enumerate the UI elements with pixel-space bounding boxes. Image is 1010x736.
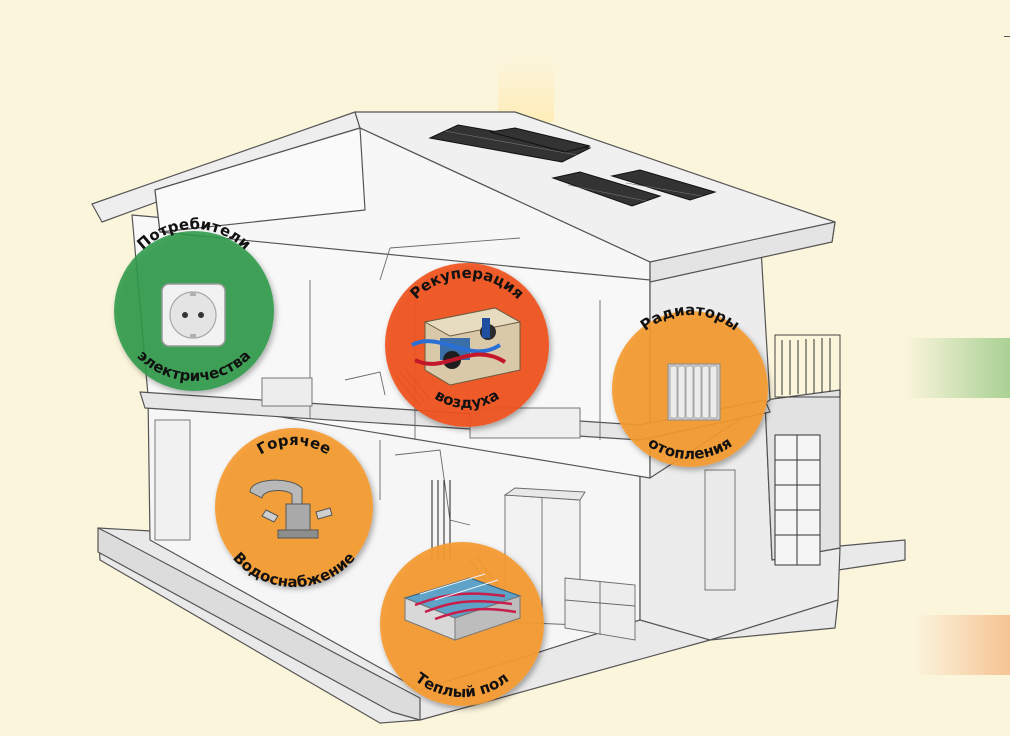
decor-glow-orange (915, 615, 1010, 675)
corner-dash (1004, 36, 1010, 37)
heat-recovery-unit-icon (411, 307, 522, 386)
power-socket-icon (161, 283, 226, 347)
solar-panels (428, 124, 717, 207)
radiator-icon (667, 363, 721, 421)
floor-heating-pipes-icon (403, 573, 522, 641)
decor-glow-green (905, 338, 1010, 398)
solar-panel-grid (444, 130, 703, 202)
water-faucet-icon (249, 479, 333, 539)
house-interior-lines (154, 237, 841, 641)
decor-glow-top (498, 58, 554, 122)
